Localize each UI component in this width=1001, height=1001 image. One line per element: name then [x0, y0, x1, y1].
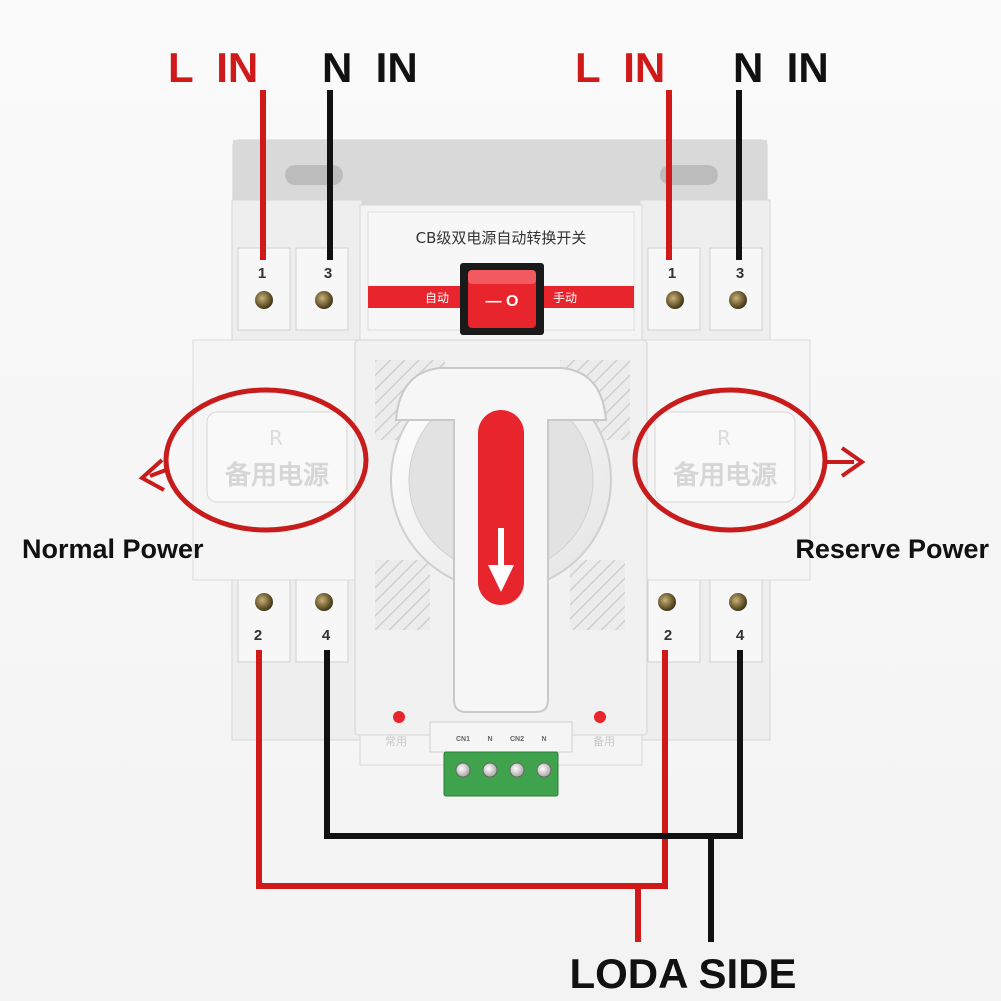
normal-power-label: Normal Power [22, 534, 204, 564]
control-terminal-block: CN1 N CN2 N [429, 721, 573, 797]
live-in-label-left: L IN [168, 44, 258, 91]
terminal-number: 3 [736, 265, 744, 282]
reserve-power-module [639, 199, 811, 741]
mount-slot [660, 165, 718, 185]
terminal-number: 4 [322, 627, 331, 644]
vent-bottom-right [570, 560, 625, 630]
normal-power-module [192, 199, 364, 741]
control-terminal-label: N [541, 736, 546, 743]
terminal-number: 3 [324, 265, 332, 282]
indicator-label-right: 备用 [593, 734, 615, 748]
device-title: CB级双电源自动转换开关 [416, 229, 587, 247]
manual-mode-label: 手动 [553, 291, 577, 305]
control-terminal-label: CN2 [510, 736, 524, 743]
neutral-in-label-right: N IN [733, 44, 829, 91]
backup-stamp-right: 备用电源 [672, 461, 777, 491]
backup-stamp-icon-right: R [717, 426, 731, 450]
terminal-number: 1 [668, 265, 676, 282]
transfer-handle[interactable] [390, 367, 612, 713]
live-wire-load [256, 650, 668, 889]
terminal-screws [255, 291, 747, 611]
reserve-power-highlight [632, 387, 828, 533]
neutral-in-label-left: N IN [322, 44, 418, 91]
control-terminal-label: CN1 [456, 736, 470, 743]
backup-stamp-icon-left: R [269, 426, 283, 450]
right-arrow-icon [826, 446, 866, 478]
mode-rocker-switch[interactable]: — O [460, 263, 544, 335]
reserve-power-label: Reserve Power [795, 534, 989, 564]
auto-mode-label: 自动 [425, 291, 449, 305]
terminal-number: 2 [664, 627, 672, 644]
mount-slot [285, 165, 343, 185]
indicator-light-left [393, 711, 405, 723]
terminal-number: 4 [736, 627, 745, 644]
down-arrow-icon [488, 528, 514, 592]
terminal-number: 1 [258, 265, 266, 282]
normal-power-highlight [163, 387, 369, 533]
vent-bottom-left [375, 560, 430, 630]
neutral-wire-load [324, 650, 743, 839]
live-in-label-right: L IN [575, 44, 665, 91]
left-arrow-icon [138, 458, 167, 492]
rocker-symbol: — O [486, 293, 519, 310]
indicator-label-left: 常用 [385, 735, 407, 748]
control-terminal-label: N [487, 736, 492, 743]
indicator-light-right [594, 711, 606, 723]
load-side-label: LODA SIDE [569, 950, 796, 997]
terminal-number: 2 [254, 627, 262, 644]
backup-stamp-left: 备用电源 [224, 461, 329, 491]
